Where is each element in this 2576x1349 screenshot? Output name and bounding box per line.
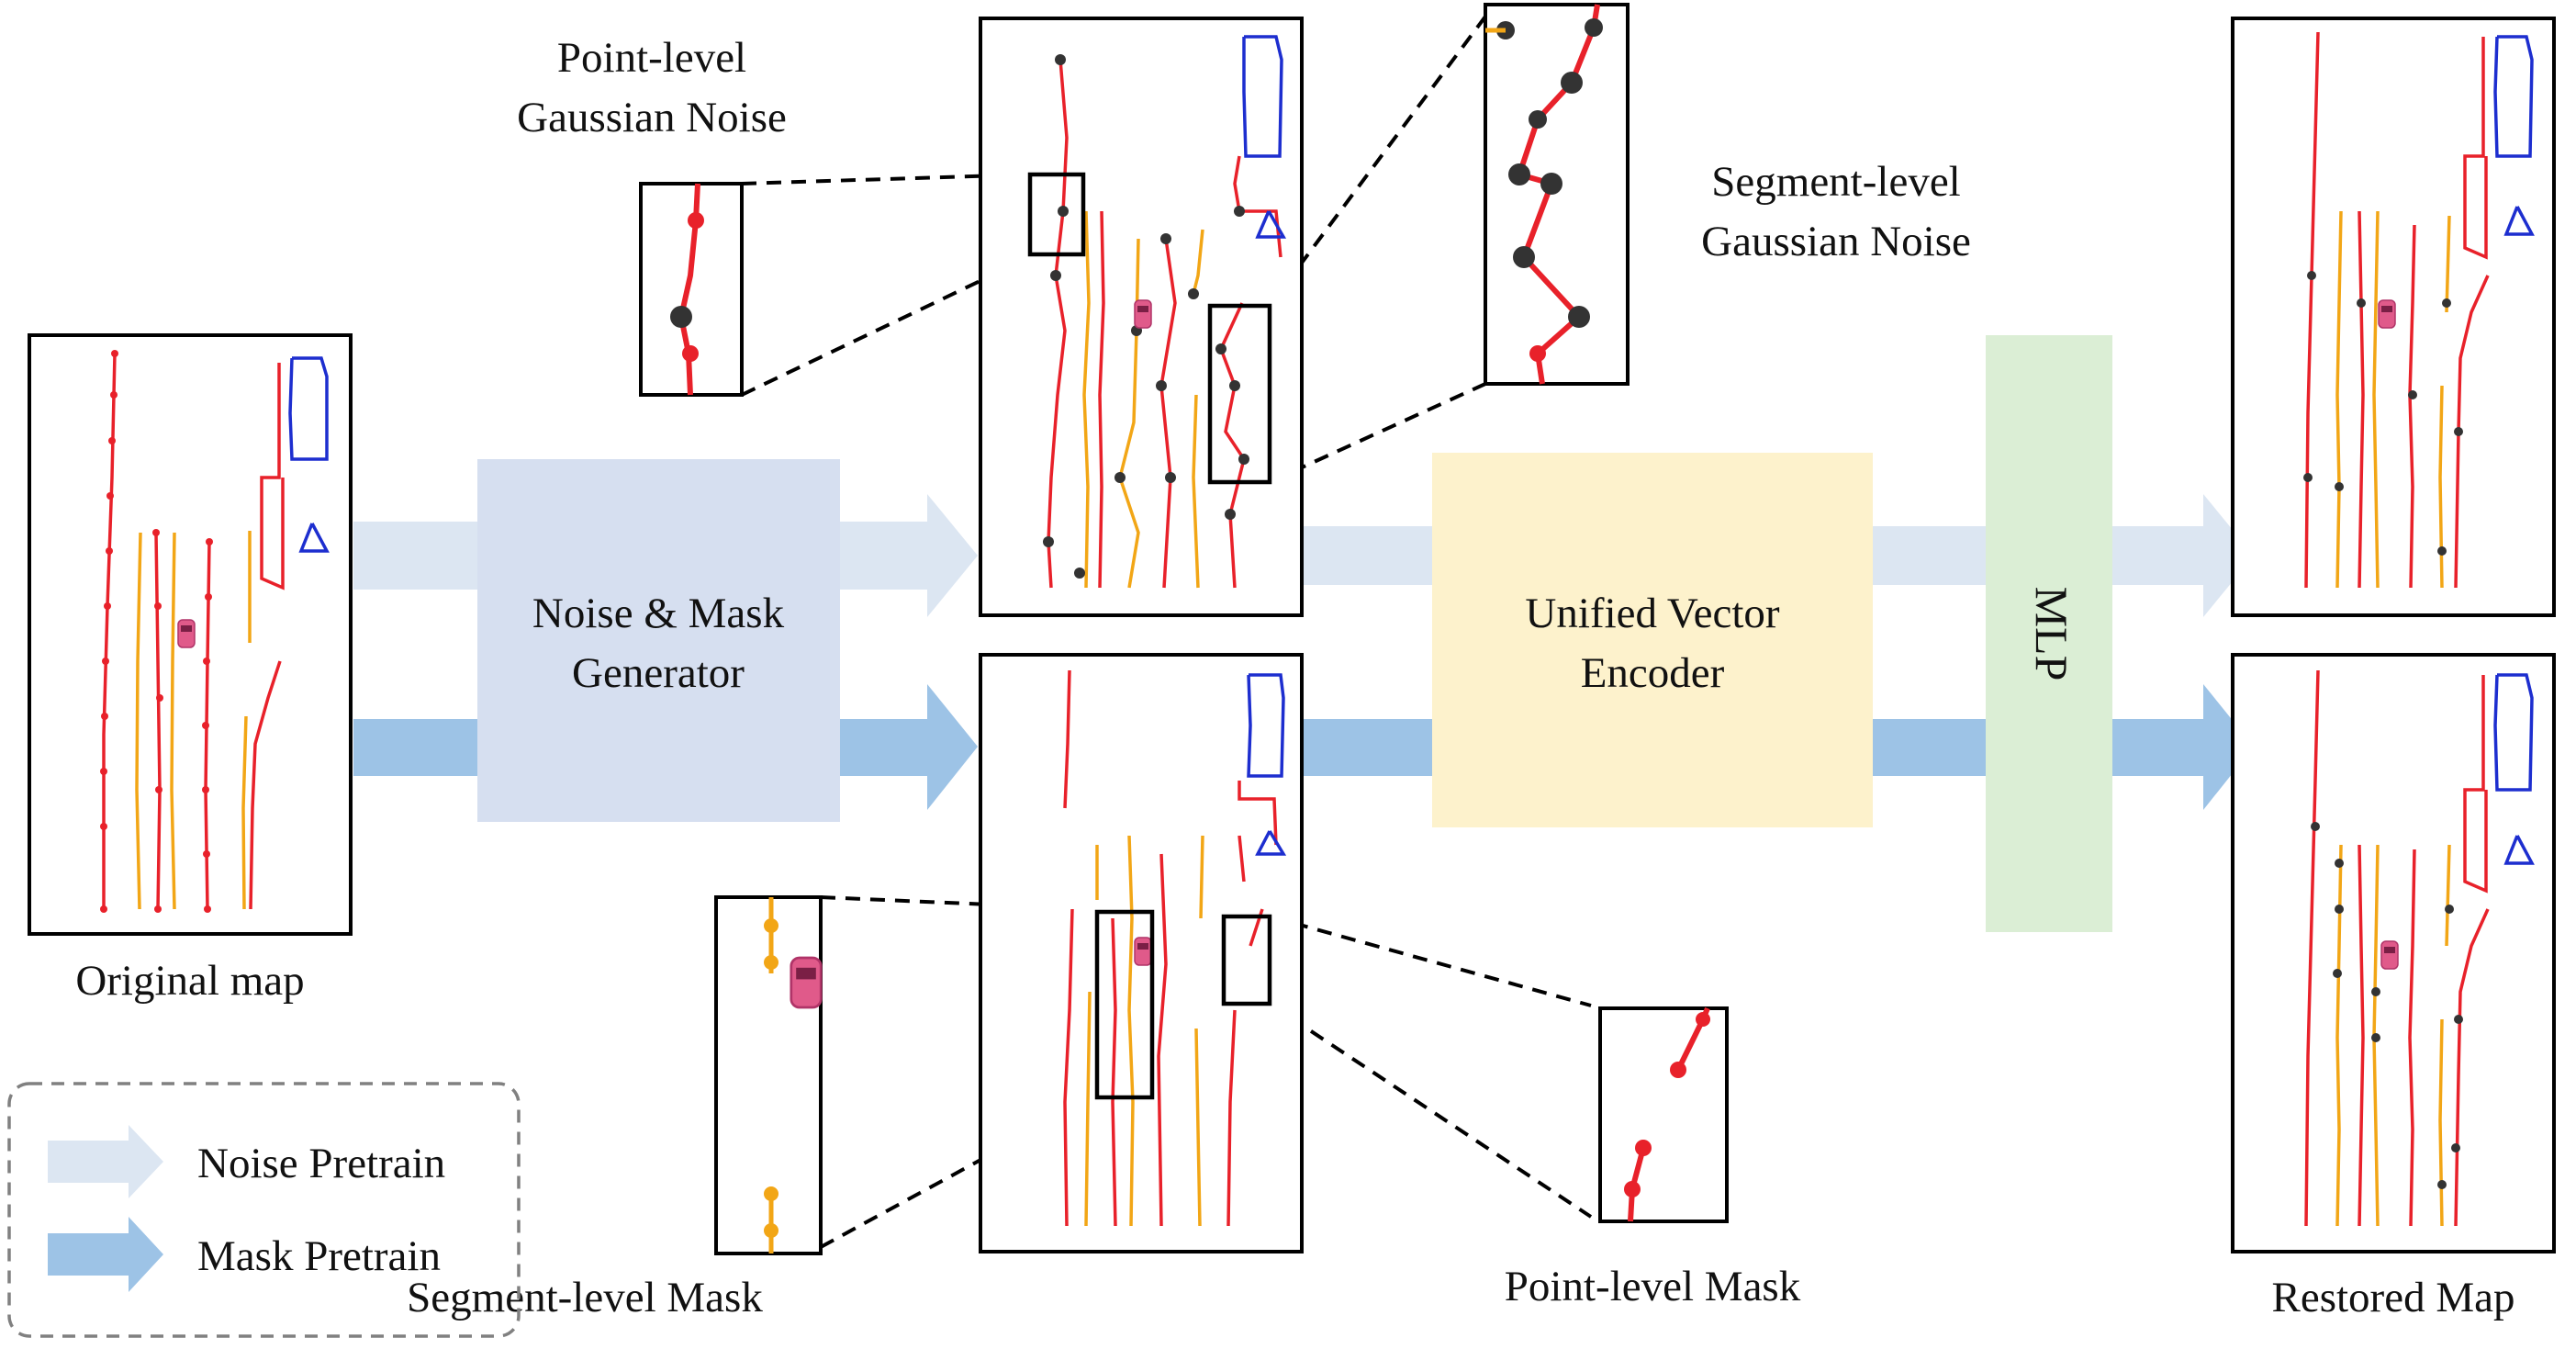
restored-map-label: Restored Map bbox=[2272, 1274, 2515, 1321]
encoder-label-line2: Encoder bbox=[1581, 649, 1725, 697]
original-blue-crossings bbox=[288, 356, 330, 553]
car-icon bbox=[790, 956, 823, 1009]
restored-map-panel-noise bbox=[2231, 17, 2556, 617]
restored-map-panel-mask bbox=[2231, 653, 2556, 1253]
car-icon bbox=[1134, 937, 1152, 966]
point-noise-label-line1: Point-level bbox=[557, 34, 746, 82]
legend-mask-label: Mask Pretrain bbox=[197, 1232, 441, 1280]
legend-mask-arrow bbox=[48, 1217, 163, 1292]
car-icon bbox=[1134, 299, 1152, 329]
generator-label-line2: Generator bbox=[572, 649, 745, 697]
mask-map-panel bbox=[979, 653, 1304, 1253]
original-orange-lanes bbox=[135, 531, 252, 910]
unified-vector-encoder-block bbox=[1432, 453, 1873, 827]
point-noise-label-line2: Gaussian Noise bbox=[517, 94, 787, 141]
noise-map-panel bbox=[979, 17, 1304, 617]
point-mask-label: Point-level Mask bbox=[1505, 1263, 1801, 1310]
encoder-label-line1: Unified Vector bbox=[1525, 590, 1779, 637]
car-icon bbox=[2380, 940, 2399, 970]
segment-noise-label-line1: Segment-level bbox=[1711, 158, 1960, 206]
car-icon bbox=[177, 619, 196, 648]
legend: Noise Pretrain Mask Pretrain bbox=[7, 1082, 521, 1338]
mlp-label: MLP bbox=[2026, 587, 2078, 681]
noise-mask-generator-block bbox=[477, 459, 840, 822]
segment-mask-label: Segment-level Mask bbox=[407, 1274, 763, 1321]
original-map-label: Original map bbox=[75, 957, 304, 1005]
original-dots bbox=[100, 350, 213, 913]
original-map-panel bbox=[28, 333, 353, 936]
segment-mask-zoom bbox=[714, 895, 823, 1255]
segment-noise-zoom bbox=[1484, 3, 1630, 386]
legend-noise-label: Noise Pretrain bbox=[197, 1140, 445, 1187]
mlp-block bbox=[1986, 335, 2112, 932]
point-noise-zoom bbox=[639, 182, 744, 397]
point-mask-zoom bbox=[1598, 1006, 1729, 1223]
legend-noise-arrow bbox=[48, 1125, 163, 1198]
segment-noise-label-line2: Gaussian Noise bbox=[1701, 218, 1971, 265]
car-icon bbox=[2378, 299, 2396, 329]
generator-label-line1: Noise & Mask bbox=[532, 590, 785, 637]
